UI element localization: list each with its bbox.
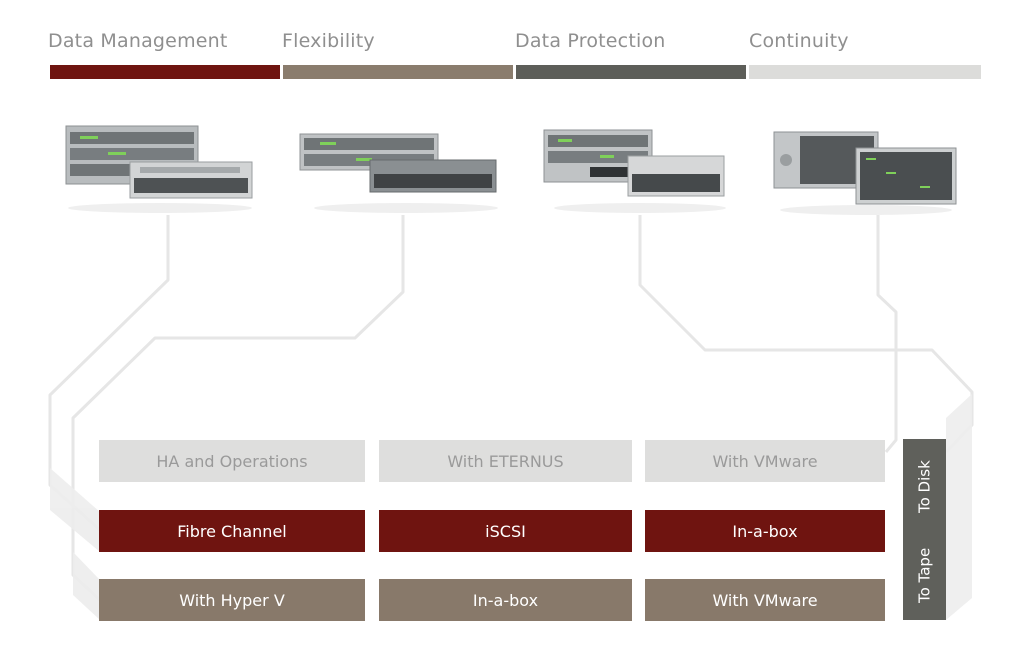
category-bar-data-protection [516, 65, 746, 79]
box-in-a-box-bottom: In-a-box [379, 579, 632, 621]
backup-system-icon [543, 129, 726, 213]
server-rack-icon [65, 125, 253, 213]
category-label-continuity: Continuity [749, 30, 849, 52]
category-label-data-protection: Data Protection [515, 30, 666, 52]
category-label-flexibility: Flexibility [282, 30, 375, 52]
box-fibre-channel: Fibre Channel [99, 510, 365, 552]
side-label-to-disk: To Disk [915, 460, 934, 514]
box-iscsi: iSCSI [379, 510, 632, 552]
box-ha-and-operations: HA and Operations [99, 440, 365, 482]
category-bar-flexibility [283, 65, 513, 79]
category-label-data-management: Data Management [48, 30, 228, 52]
side-label-to-tape: To Tape [915, 547, 934, 603]
server-enclosure-icon [773, 131, 957, 215]
box-with-vmware-bottom: With VMware [645, 579, 885, 621]
category-bar-continuity [749, 65, 981, 79]
category-bar-data-management [50, 65, 280, 79]
box-in-a-box-middle: In-a-box [645, 510, 885, 552]
box-with-vmware-top: With VMware [645, 440, 885, 482]
storage-array-icon [299, 133, 498, 213]
box-with-eternus: With ETERNUS [379, 440, 632, 482]
side-column: To Disk To Tape [903, 439, 946, 620]
box-with-hyper-v: With Hyper V [99, 579, 365, 621]
